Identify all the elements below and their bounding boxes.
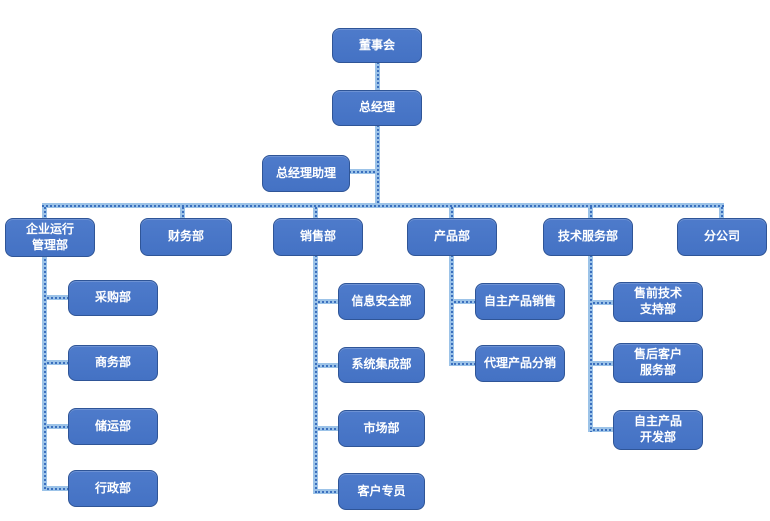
connector-to-administration <box>47 486 68 491</box>
connector-to-storage-transport <box>47 424 68 429</box>
org-node-customer-specialist: 客户专员 <box>338 473 425 510</box>
org-node-own-product-sales: 自主产品销售 <box>475 283 565 320</box>
connector-to-marketing <box>318 426 338 431</box>
connector-product-trunk <box>449 255 454 366</box>
connector-to-procurement <box>47 295 68 300</box>
org-node-general-manager: 总经理 <box>332 90 422 126</box>
org-node-finance: 财务部 <box>140 218 232 256</box>
connector-stub-enterprise-operations <box>42 207 47 219</box>
org-node-procurement: 采购部 <box>68 280 158 316</box>
org-node-storage-transport: 储运部 <box>68 408 158 445</box>
connector-stub-sales <box>313 207 318 219</box>
org-node-sales: 销售部 <box>273 218 363 256</box>
connector-tech-service-trunk <box>588 255 593 432</box>
org-node-gm-assistant: 总经理助理 <box>262 155 350 192</box>
org-node-enterprise-operations: 企业运行 管理部 <box>5 218 95 257</box>
connector-enterprise-operations-trunk <box>42 255 47 491</box>
connector-to-customer-specialist <box>318 489 338 494</box>
connector-to-presales-support <box>593 300 613 305</box>
connector-to-agency-distribution <box>454 361 475 366</box>
connector-to-system-integration <box>318 363 338 368</box>
connector-to-info-security <box>318 299 338 304</box>
org-node-administration: 行政部 <box>68 470 158 507</box>
org-node-board-of-directors: 董事会 <box>332 28 422 63</box>
connector-stub-branch-company <box>719 207 724 219</box>
connector-stub-tech-service <box>588 207 593 219</box>
org-node-own-product-dev: 自主产品 开发部 <box>613 410 703 450</box>
org-node-system-integration: 系统集成部 <box>338 347 425 383</box>
connector-board-to-gm <box>375 62 380 91</box>
connector-stub-finance <box>180 207 185 219</box>
connector-sales-trunk <box>313 255 318 494</box>
org-node-marketing: 市场部 <box>338 410 425 447</box>
org-node-branch-company: 分公司 <box>677 218 767 256</box>
connector-stub-product <box>449 207 454 219</box>
org-node-info-security: 信息安全部 <box>338 283 425 320</box>
org-node-presales-support: 售前技术 支持部 <box>613 282 703 322</box>
org-node-tech-service: 技术服务部 <box>543 218 633 256</box>
connector-gm-to-main-line <box>375 125 380 205</box>
org-node-product: 产品部 <box>407 218 497 256</box>
org-node-business: 商务部 <box>68 345 158 381</box>
org-node-aftersales-service: 售后客户 服务部 <box>613 343 703 383</box>
connector-to-own-product-dev <box>593 427 613 432</box>
connector-gm-assistant <box>349 169 377 174</box>
connector-main-horizontal <box>42 203 724 208</box>
connector-to-business <box>47 360 68 365</box>
connector-to-aftersales-service <box>593 361 613 366</box>
org-node-agency-distribution: 代理产品分销 <box>475 345 565 382</box>
connector-to-own-product-sales <box>454 299 475 304</box>
